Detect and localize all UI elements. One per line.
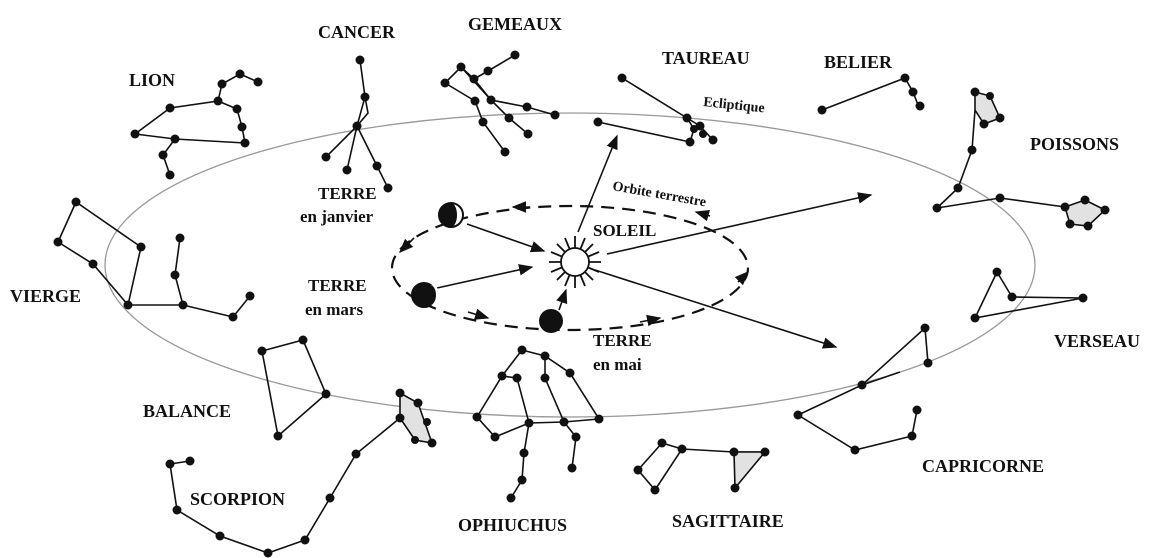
constellation-cancer: [321, 55, 393, 193]
constellation-ophiuchus: [472, 345, 604, 503]
label-terre-janvier-1: TERRE: [318, 184, 377, 203]
earth-march-icon: [411, 282, 440, 308]
sight-lines: [436, 134, 873, 349]
label-capricorne: CAPRICORNE: [922, 456, 1044, 476]
label-balance: BALANCE: [143, 401, 231, 421]
constellation-sagittaire: [633, 438, 770, 495]
label-ophiuchus: OPHIUCHUS: [458, 515, 567, 535]
constellation-vierge: [53, 197, 255, 322]
label-terre-mai-2: en mai: [593, 355, 642, 374]
constellation-gemeaux: [440, 50, 560, 157]
label-poissons: POISSONS: [1030, 134, 1119, 154]
label-terre-mai-1: TERRE: [593, 331, 652, 350]
constellation-lion: [130, 69, 263, 180]
label-ecliptique: Ecliptique: [703, 95, 766, 116]
label-scorpion: SCORPION: [190, 489, 285, 509]
orbit-direction-arrows: [398, 201, 750, 327]
label-orbite-terrestre: Orbite terrestre: [611, 179, 707, 210]
label-lion: LION: [129, 70, 175, 90]
sun-icon: [549, 236, 601, 288]
label-verseau: VERSEAU: [1054, 331, 1140, 351]
label-terre-mars-2: en mars: [305, 300, 363, 319]
label-taureau: TAUREAU: [662, 48, 750, 68]
constellation-poissons: [932, 87, 1110, 231]
label-vierge: VIERGE: [10, 286, 81, 306]
label-sagittaire: SAGITTAIRE: [672, 511, 784, 531]
ecliptic-ellipse: [104, 112, 1036, 418]
label-terre-mars-1: TERRE: [308, 276, 367, 295]
label-cancer: CANCER: [318, 22, 396, 42]
earth-january-icon: [438, 202, 464, 228]
constellation-balance: [257, 335, 331, 441]
earth-may-icon: [539, 309, 563, 333]
constellation-capricorne: [793, 323, 933, 455]
constellation-taureau: [593, 73, 718, 147]
label-terre-janvier-2: en janvier: [300, 207, 374, 226]
label-gemeaux: GEMEAUX: [468, 14, 562, 34]
constellation-belier: [817, 73, 925, 115]
label-belier: BELIER: [824, 52, 893, 72]
earth-orbit: [390, 204, 750, 332]
constellation-verseau: [970, 267, 1088, 323]
label-soleil: SOLEIL: [593, 221, 656, 240]
constellation-scorpion: [165, 388, 437, 558]
